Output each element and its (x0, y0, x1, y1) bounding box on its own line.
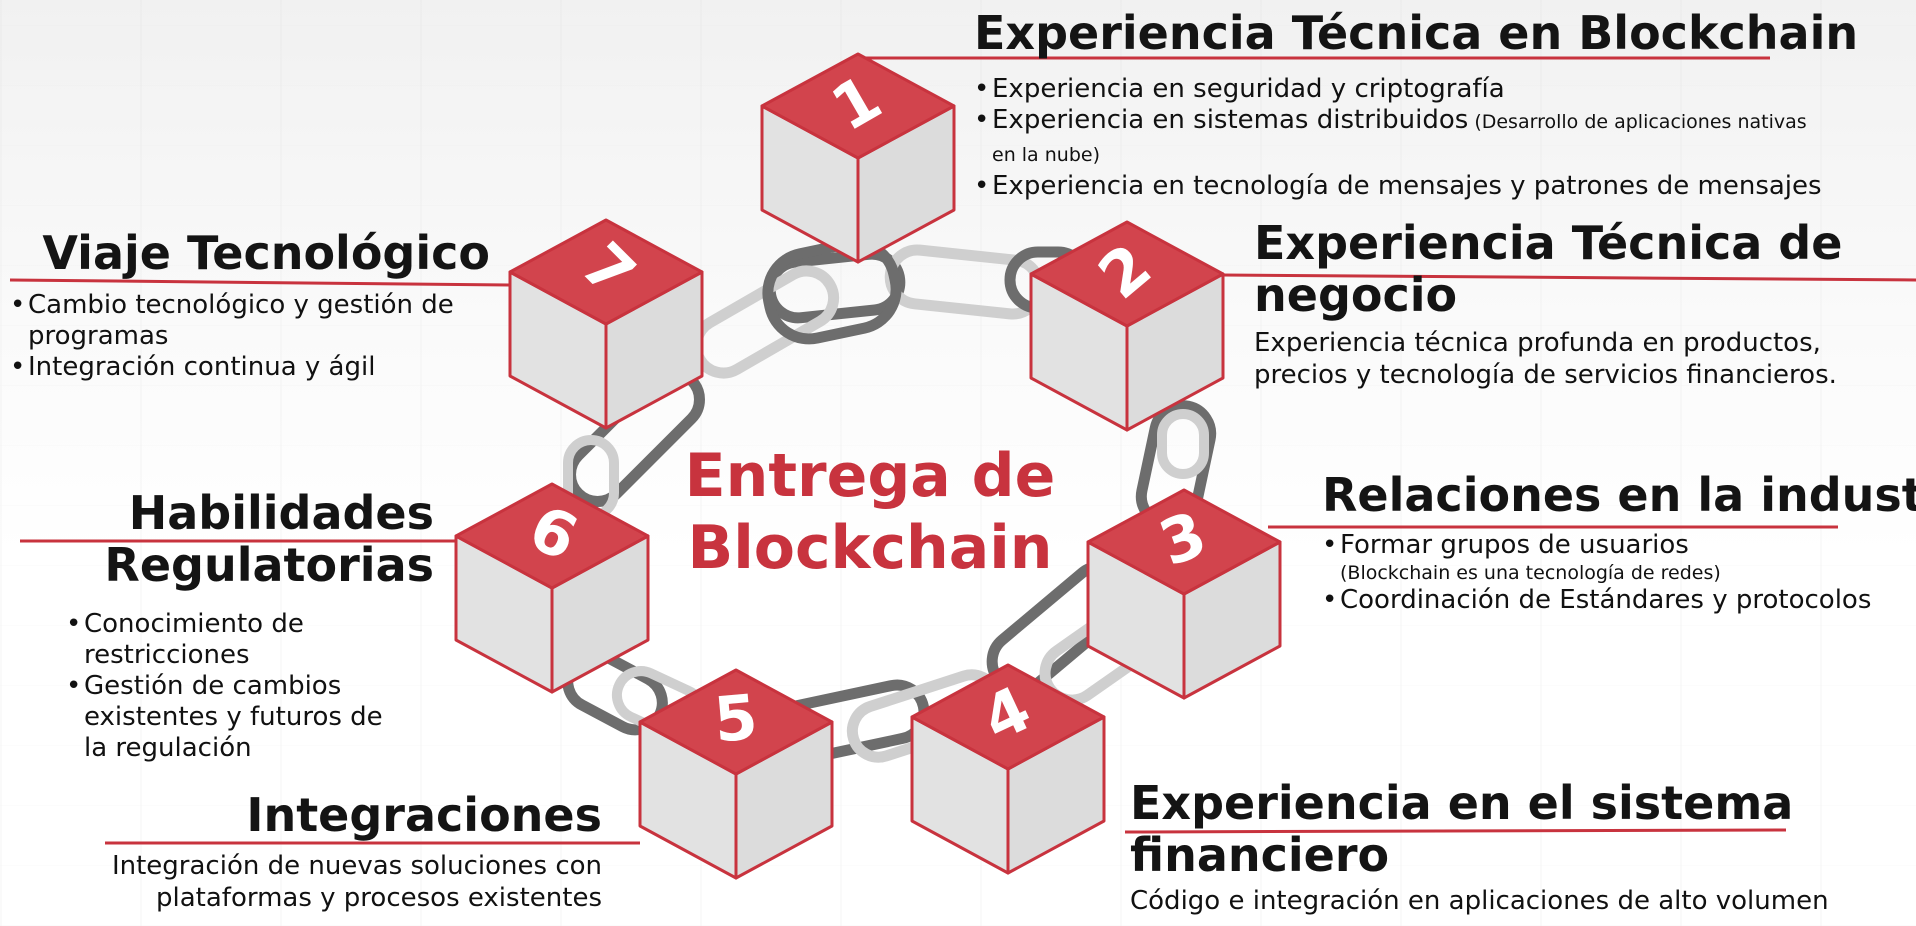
cube-4-top-face (910, 663, 1106, 771)
section-4-text: Código e integración en aplicaciones de … (1130, 886, 1829, 917)
section-1-bullet-3-text: Experiencia en tecnología de mensajes y … (992, 170, 1822, 201)
section-3-title: Relaciones en la industria (1322, 468, 1916, 522)
cube-5-number: 5 (711, 680, 760, 756)
section-7-bullet-2-text: Integración continua y ágil (28, 351, 376, 382)
section-6-bullet-1: Conocimiento de restricciones (66, 609, 396, 671)
section-1-title: Experiencia Técnica en Blockchain (974, 6, 1859, 60)
section-4-title-line-2: financiero (1130, 827, 1390, 882)
center-title: Entrega de Blockchain (660, 440, 1080, 584)
cube-1: 1 (760, 52, 956, 264)
section-2-text-line-2: precios y tecnología de servicios financ… (1254, 360, 1837, 391)
section-5-title: Integraciones (246, 788, 602, 842)
section-1-bullet-2-note: (Desarrollo de aplicaciones nativas en l… (992, 110, 1807, 166)
cube-6: 6 (454, 482, 650, 694)
section-7-bullet-1-text: Cambio tecnológico y gestión de programa… (28, 289, 454, 351)
accent-lines (9, 56, 1916, 845)
section-7-bullet-2: Integración continua y ágil (10, 352, 490, 383)
chain-link-7-1b (762, 237, 902, 345)
section-2-title-line-1: Experiencia Técnica de (1254, 216, 1843, 270)
center-title-line-2: Blockchain (687, 513, 1053, 583)
section-1-bullet-2-text: Experiencia en sistemas distribuidos (992, 104, 1469, 135)
center-title-line-1: Entrega de (684, 441, 1056, 511)
section-7-title: Viaje Tecnológico (42, 226, 490, 280)
accent-line-4 (1124, 828, 1787, 834)
section-1-bullet-2: Experiencia en sistemas distribuidos (De… (974, 105, 1824, 171)
section-3-bullet-2: Coordinación de Estándares y protocolos (1322, 585, 1916, 616)
section-3-bullet-1-note: (Blockchain es una tecnología de redes) (1340, 561, 1721, 584)
section-1-bullet-3: Experiencia en tecnología de mensajes y … (974, 171, 1824, 202)
section-6-bullet-1-text: Conocimiento de restricciones (84, 609, 304, 671)
cubes-layer: 12 34 56 7 (454, 52, 1282, 880)
section-2-title-line-2: negocio (1254, 267, 1458, 322)
section-7-bullets: Cambio tecnológico y gestión de programa… (10, 290, 490, 383)
section-1-bullets: Experiencia en seguridad y criptografía … (974, 74, 1824, 202)
section-5-text-line-2: plataformas y procesos existentes (156, 882, 602, 913)
accent-line-7 (9, 278, 511, 287)
section-3-bullets: Formar grupos de usuarios (Blockchain es… (1322, 530, 1916, 616)
cube-3-top-face (1086, 488, 1282, 596)
section-2-text-line-1: Experiencia técnica profunda en producto… (1254, 328, 1821, 359)
cube-3: 3 (1086, 488, 1282, 700)
section-5-text-line-1: Integración de nuevas soluciones con (111, 850, 602, 881)
section-3-bullet-1-text: Formar grupos de usuarios (1340, 529, 1689, 560)
section-4: Experiencia en el sistema financiero Cód… (1130, 776, 1910, 917)
section-2: Experiencia Técnica de negocio Experienc… (1254, 216, 1914, 391)
section-7: Viaje Tecnológico Cambio tecnológico y g… (10, 226, 510, 383)
accent-line-2 (1221, 273, 1916, 282)
section-6-bullet-2-text: Gestión de cambios existentes y futuros … (84, 671, 383, 764)
cube-7-top-face (508, 218, 704, 326)
section-3: Relaciones en la industria Formar grupos… (1322, 468, 1916, 616)
cube-5-top-face (638, 668, 834, 776)
section-7-bullet-1: Cambio tecnológico y gestión de programa… (10, 290, 490, 352)
section-1-bullet-1: Experiencia en seguridad y criptografía (974, 74, 1824, 105)
section-5-text: Integración de nuevas soluciones con pla… (60, 850, 602, 914)
section-2-text: Experiencia técnica profunda en producto… (1254, 327, 1914, 391)
cube-7: 7 (508, 218, 704, 430)
section-6-title-line-1: Habilidades (128, 486, 434, 540)
section-3-bullet-1: Formar grupos de usuarios (Blockchain es… (1322, 530, 1916, 585)
cube-6-top-face (454, 482, 650, 590)
section-5: Integraciones Integración de nuevas solu… (60, 788, 602, 914)
cube-2: 2 (1029, 220, 1225, 432)
chain-link-2-3b (1157, 409, 1209, 479)
cube-4: 4 (910, 663, 1106, 875)
section-6-bullet-2: Gestión de cambios existentes y futuros … (66, 671, 396, 764)
cube-2-top-face (1029, 220, 1225, 328)
section-1: Experiencia Técnica en Blockchain Experi… (974, 6, 1874, 202)
section-6: Habilidades Regulatorias Conocimiento de… (50, 486, 470, 764)
cube-1-top-face (760, 52, 956, 160)
section-6-bullets: Conocimiento de restricciones Gestión de… (66, 609, 396, 764)
cube-5: 5 (638, 668, 834, 880)
section-6-title-line-2: Regulatorias (104, 537, 434, 592)
section-3-bullet-2-text: Coordinación de Estándares y protocolos (1340, 584, 1872, 615)
section-4-title-line-1: Experiencia en el sistema (1130, 776, 1794, 830)
section-1-bullet-1-text: Experiencia en seguridad y criptografía (992, 73, 1505, 104)
